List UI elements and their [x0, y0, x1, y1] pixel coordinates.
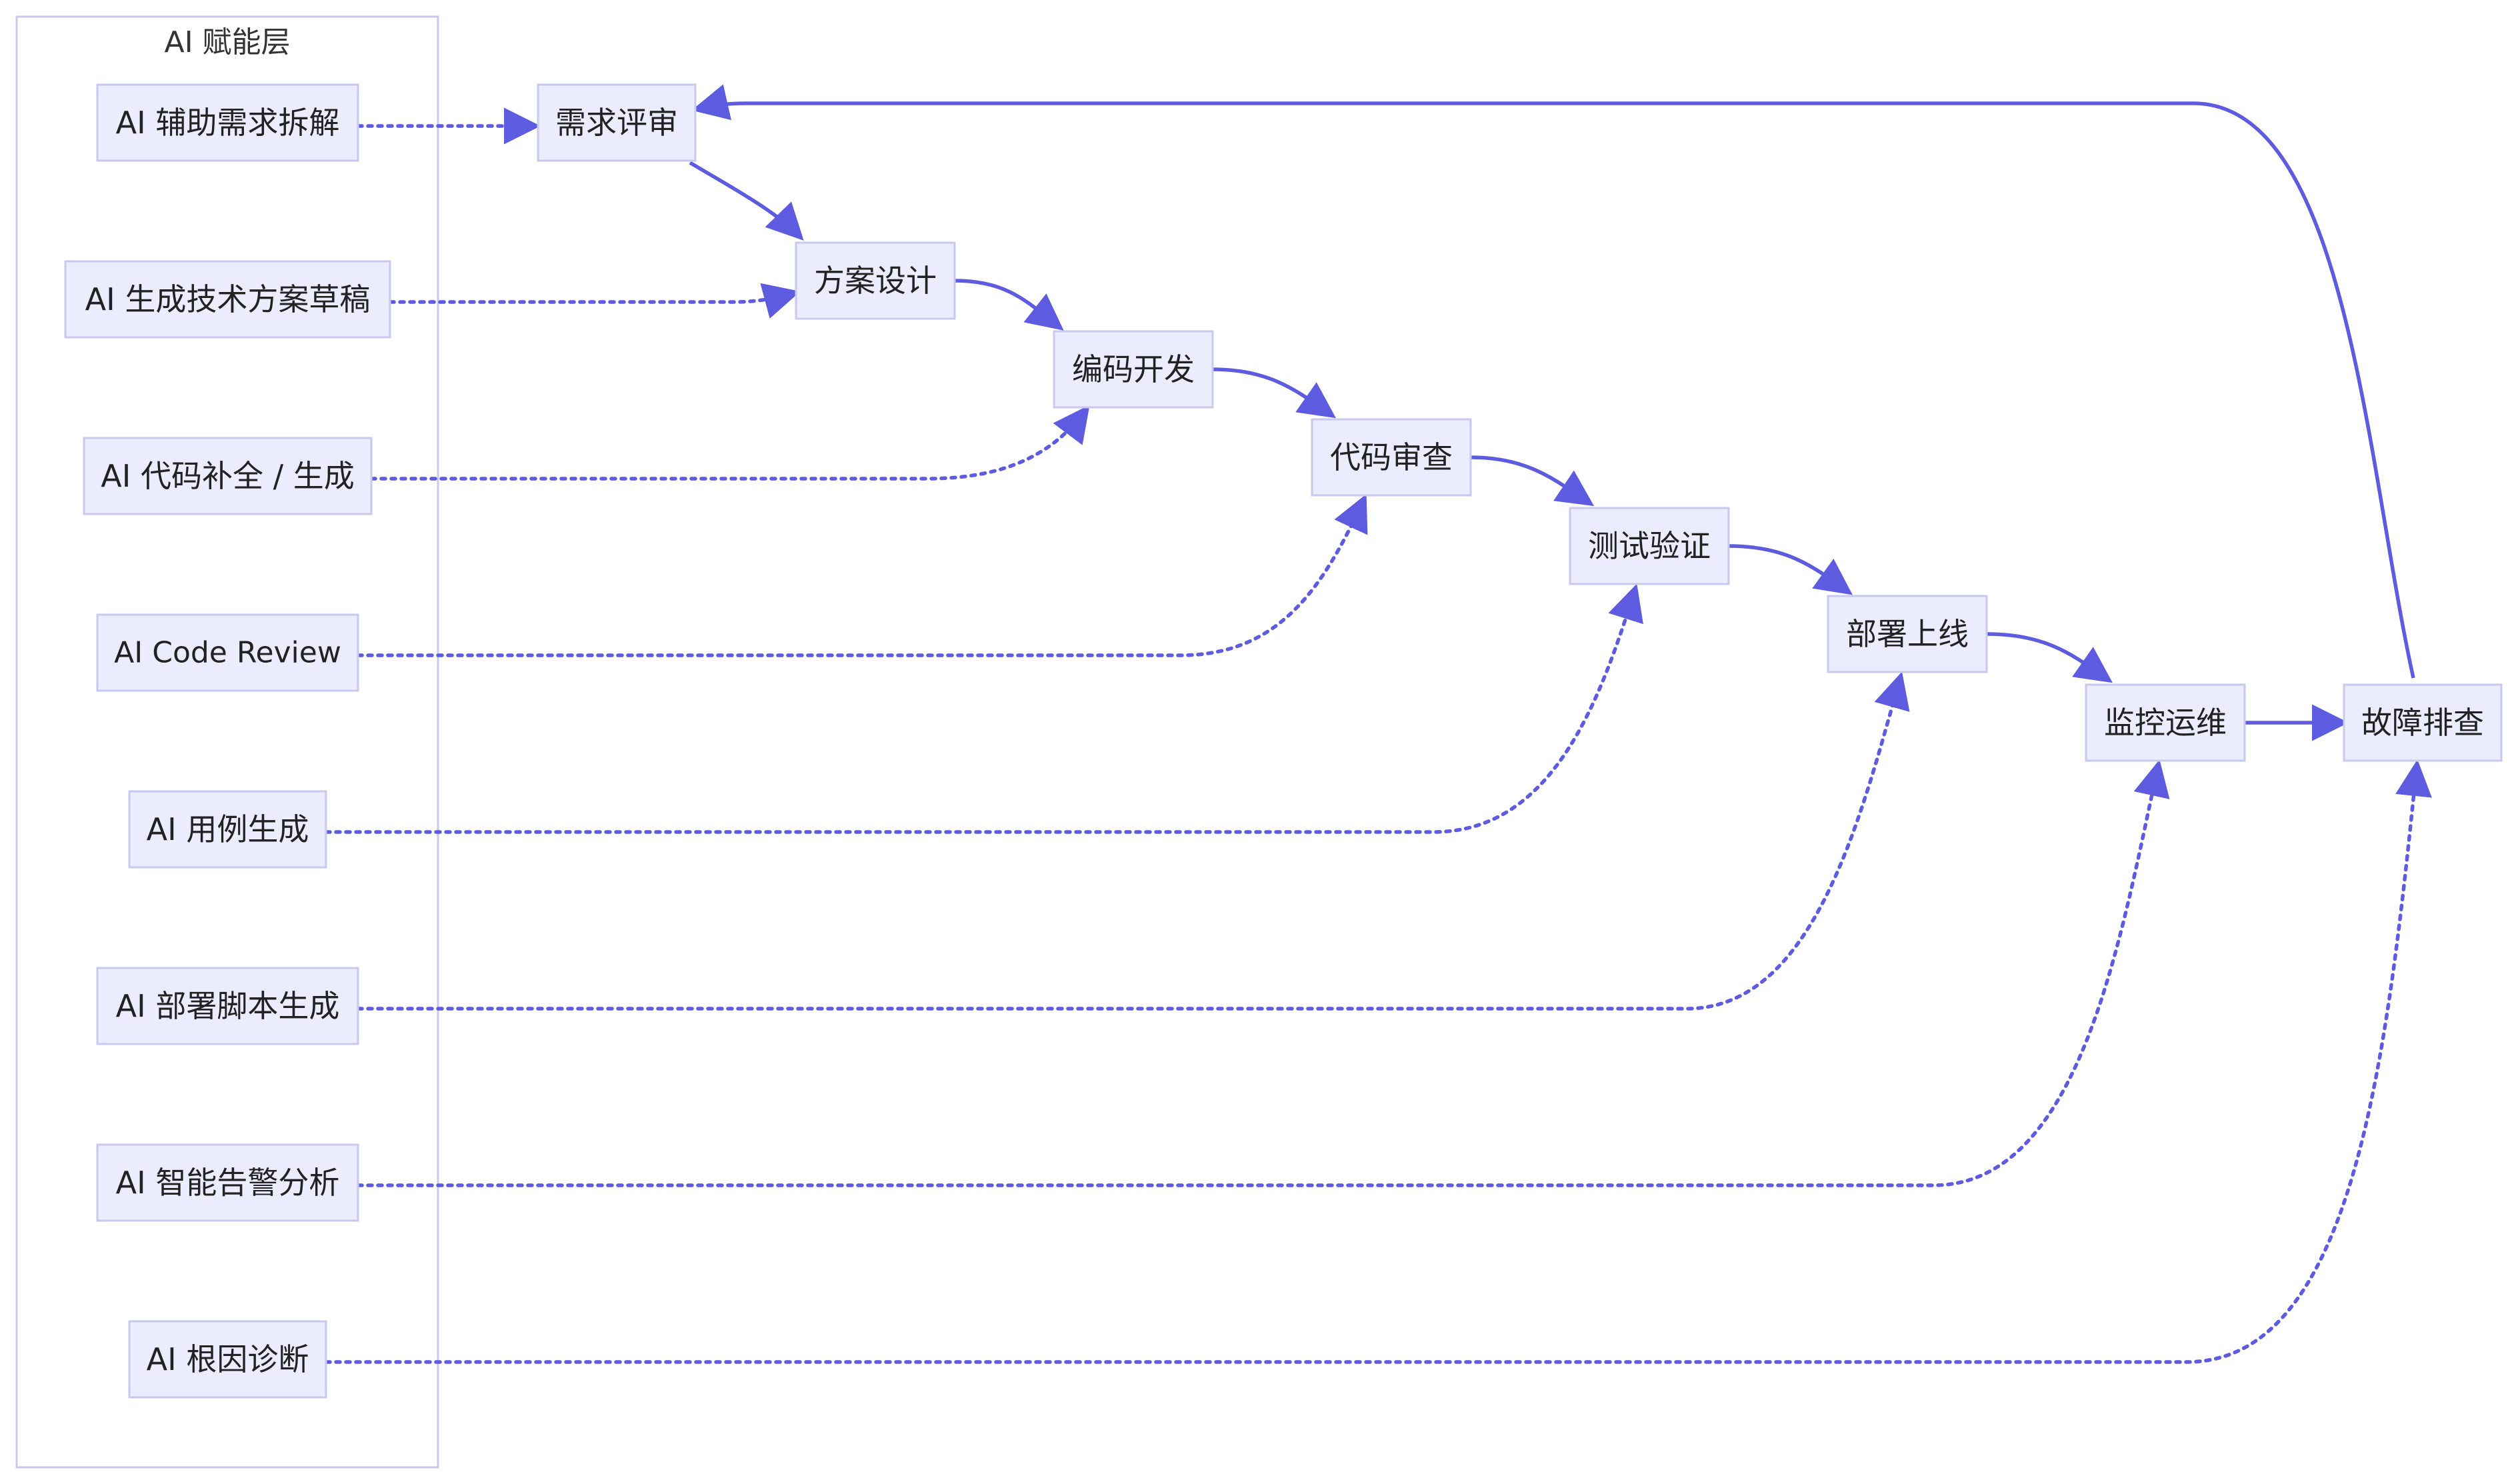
edge-review-to-test — [1470, 455, 1595, 507]
ai-node-box — [96, 83, 359, 162]
edge-ai-design — [388, 283, 801, 319]
stage-node-box — [1569, 507, 1730, 585]
ai-node-ai-test: AI 用例生成 — [128, 790, 327, 869]
ai-node-box — [96, 967, 359, 1045]
stage-node-review: 代码审查 — [1311, 418, 1472, 497]
stage-node-label: 故障排查 — [2361, 705, 2484, 741]
stage-node-test: 测试验证 — [1569, 507, 1730, 585]
stage-node-design: 方案设计 — [795, 241, 956, 320]
stage-node-box — [1311, 418, 1472, 497]
ai-node-ai-review: AI Code Review — [96, 613, 359, 692]
ai-node-ai-req: AI 辅助需求拆解 — [96, 83, 359, 162]
ai-node-label: AI Code Review — [114, 636, 341, 670]
edge-test-to-deploy — [1728, 544, 1853, 595]
stage-node-incident: 故障排查 — [2343, 683, 2503, 762]
ai-node-ai-rca: AI 根因诊断 — [128, 1320, 327, 1399]
stage-node-code: 编码开发 — [1053, 330, 1214, 409]
ai-nodes-layer: AI 辅助需求拆解 AI 生成技术方案草稿 AI 代码补全 / 生成 AI Code … — [64, 83, 391, 1399]
stage-node-label: 需求评审 — [555, 105, 678, 141]
stage-node-label: 部署上线 — [1846, 616, 1969, 652]
stage-node-box — [2343, 683, 2503, 762]
stage-node-box — [795, 241, 956, 320]
ai-node-label: AI 智能告警分析 — [116, 1165, 340, 1201]
edge-ai-rca — [324, 759, 2432, 1364]
edge-design-to-code — [954, 279, 1064, 331]
stage-node-label: 代码审查 — [1330, 439, 1453, 475]
edge-code-to-review — [1212, 367, 1337, 419]
ai-node-ai-deploy: AI 部署脚本生成 — [96, 967, 359, 1045]
edge-ai-review — [356, 494, 1368, 657]
ai-node-box — [128, 790, 327, 869]
ai-node-ai-design: AI 生成技术方案草稿 — [64, 260, 391, 339]
ai-node-box — [96, 613, 359, 692]
ai-group-title: AI 赋能层 — [164, 25, 290, 59]
edge-deploy-to-monitor — [1986, 632, 2113, 683]
edge-incident-to-req — [691, 84, 2415, 679]
stage-node-label: 编码开发 — [1072, 351, 1195, 387]
stage-node-deploy: 部署上线 — [1827, 595, 1988, 673]
stage-node-box — [1053, 330, 1214, 409]
stage-node-box — [1827, 595, 1988, 673]
edge-ai-code — [369, 405, 1090, 481]
ai-node-ai-code: AI 代码补全 / 生成 — [83, 437, 373, 515]
ai-node-label: AI 生成技术方案草稿 — [85, 281, 371, 317]
ai-node-label: AI 用例生成 — [147, 811, 309, 847]
ai-node-ai-alert: AI 智能告警分析 — [96, 1143, 359, 1222]
ai-node-box — [96, 1143, 359, 1222]
ai-node-box — [128, 1320, 327, 1399]
edge-ai-deploy — [356, 671, 1910, 1011]
edge-ai-alert — [356, 759, 2170, 1187]
edges-layer — [324, 84, 2432, 1364]
stage-node-monitor: 监控运维 — [2085, 683, 2246, 762]
stage-node-label: 测试验证 — [1588, 528, 1711, 564]
edge-req-to-design — [689, 161, 804, 241]
ai-node-label: AI 根因诊断 — [147, 1341, 309, 1377]
ai-node-box — [64, 260, 391, 339]
ai-group-box — [15, 15, 439, 1469]
stage-node-label: 方案设计 — [814, 263, 937, 299]
ai-enablement-group: AI 赋能层 — [15, 15, 439, 1469]
ai-node-label: AI 代码补全 / 生成 — [101, 458, 354, 494]
stage-node-box — [2085, 683, 2246, 762]
stage-node-box — [537, 83, 697, 162]
ai-node-label: AI 部署脚本生成 — [116, 988, 340, 1024]
edge-ai-test — [324, 583, 1643, 834]
ai-node-box — [83, 437, 373, 515]
stage-node-label: 监控运维 — [2104, 705, 2227, 741]
ai-node-label: AI 辅助需求拆解 — [116, 105, 340, 141]
stage-node-req: 需求评审 — [537, 83, 697, 162]
